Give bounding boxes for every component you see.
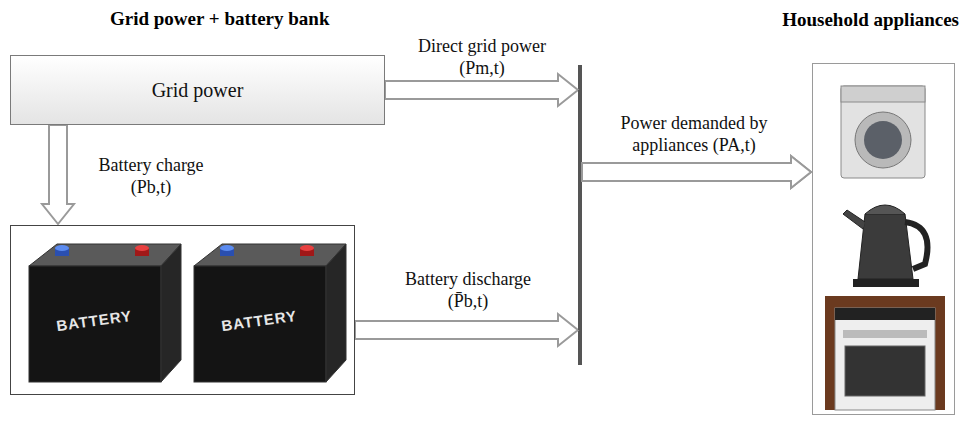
bus-bar bbox=[578, 65, 582, 365]
battery-front bbox=[194, 266, 326, 382]
battery-top bbox=[194, 244, 346, 266]
appliance-illustration bbox=[813, 64, 954, 414]
stove-handle bbox=[843, 330, 927, 338]
battery-bank-box: BATTERYBATTERY bbox=[10, 225, 355, 395]
kettle-lid bbox=[865, 205, 905, 214]
kettle-spout bbox=[843, 210, 865, 229]
flow-arrow bbox=[42, 125, 74, 224]
stove-window bbox=[845, 346, 925, 396]
kettle-base bbox=[853, 279, 919, 287]
battery-illustration bbox=[11, 226, 354, 394]
washing-machine bbox=[841, 86, 925, 178]
flow-label: Power demanded by appliances (PA,t) bbox=[594, 112, 794, 156]
flow-arrow-down bbox=[42, 125, 74, 224]
flow-arrow bbox=[355, 156, 811, 346]
bus-segment bbox=[578, 90, 582, 172]
battery-side bbox=[161, 244, 181, 382]
battery-terminal bbox=[55, 245, 69, 251]
box-label: Grid power bbox=[152, 79, 244, 102]
flow-arrow-in bbox=[385, 74, 578, 106]
stove-body bbox=[835, 308, 935, 410]
flow-arrow-out bbox=[582, 156, 811, 188]
washing-machine-glass bbox=[864, 121, 902, 159]
flow-arrow bbox=[385, 74, 811, 188]
battery-terminal bbox=[220, 245, 234, 251]
flow-arrow-out bbox=[582, 156, 811, 188]
grid-box: Grid power bbox=[10, 55, 385, 125]
battery-top bbox=[29, 244, 181, 266]
washing-machine-door bbox=[855, 112, 911, 168]
kettle-handle bbox=[905, 222, 928, 269]
edge-label: Direct grid power (Pm,t) bbox=[407, 35, 557, 79]
battery-terminal bbox=[135, 245, 149, 251]
bus-segment bbox=[578, 172, 582, 330]
stove-backdrop bbox=[825, 296, 945, 410]
edge-label: Battery discharge (P̄b,t) bbox=[383, 268, 553, 312]
column-heading: Household appliances bbox=[782, 9, 959, 31]
battery-side bbox=[326, 244, 346, 382]
washing-machine-panel bbox=[841, 86, 925, 102]
kettle-body bbox=[858, 214, 913, 279]
appliances-box: Household appliances bbox=[812, 63, 955, 415]
battery-front bbox=[29, 266, 161, 382]
battery-terminal bbox=[300, 245, 314, 251]
column-heading: Grid power + battery bank bbox=[110, 8, 329, 30]
stove-cooktop bbox=[835, 308, 935, 320]
edge-label: Battery charge (Pb,t) bbox=[86, 154, 216, 198]
flow-arrow-in bbox=[355, 314, 578, 346]
